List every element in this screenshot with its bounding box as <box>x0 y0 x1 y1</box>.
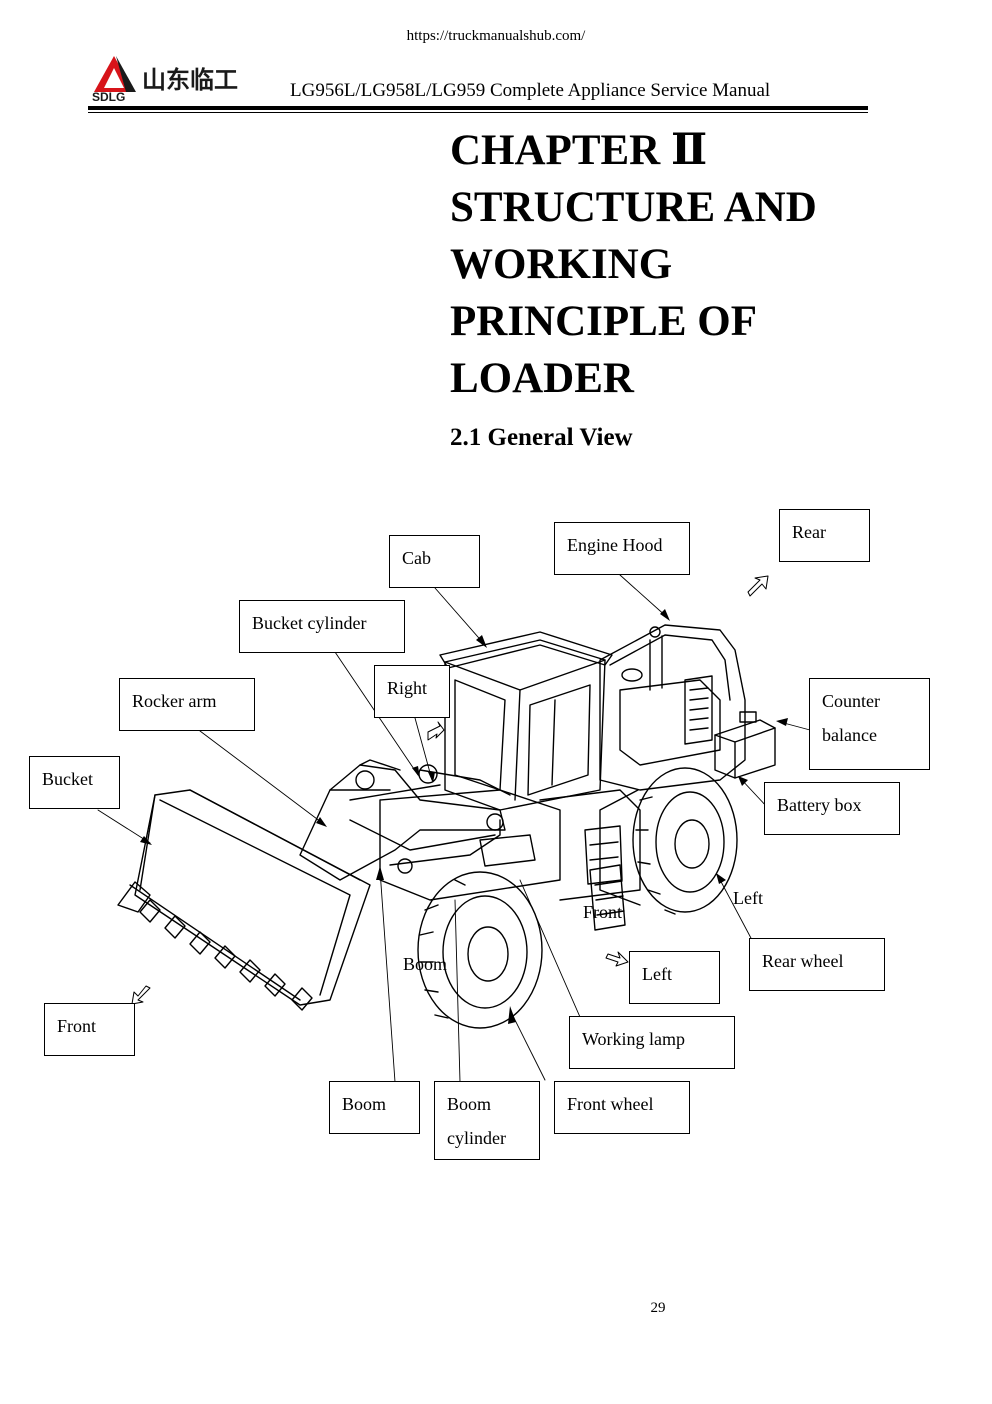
label-text: Front <box>57 1016 97 1036</box>
label-rocker-arm: Rocker arm <box>119 678 255 731</box>
label-text: Bucket cylinder <box>252 613 367 633</box>
leader-arrowheads <box>140 609 788 1024</box>
chapter-line: WORKING <box>450 241 673 288</box>
label-text: Boom <box>342 1094 387 1114</box>
chapter-heading: CHAPTER Ⅱ STRUCTURE AND WORKING PRINCIPL… <box>450 122 870 407</box>
source-url: https://truckmanualshub.com/ <box>406 28 586 44</box>
label-front-ground: Front <box>583 902 623 922</box>
label-boom: Boom <box>329 1081 420 1134</box>
label-working-lamp: Working lamp <box>569 1016 735 1069</box>
sdlg-logo-graphic: SDLG 山东临工 <box>92 56 238 104</box>
label-front-wheel: Front wheel <box>554 1081 690 1134</box>
label-bucket-cylinder: Bucket cylinder <box>239 600 405 653</box>
label-rear: Rear <box>779 509 870 562</box>
label-rear-wheel: Rear wheel <box>749 938 885 991</box>
label-text: Counter <box>822 691 880 711</box>
front-direction-arrow <box>131 985 151 1005</box>
right-direction-arrow <box>427 721 445 741</box>
bucket-teeth <box>139 899 313 1011</box>
rear-direction-arrow <box>747 575 769 597</box>
label-battery-box: Battery box <box>764 782 900 835</box>
label-text: Rear <box>792 522 826 542</box>
section-title: 2.1 General View <box>450 424 633 451</box>
logo-brand-text: SDLG <box>92 90 125 102</box>
label-front: Front <box>44 1003 135 1056</box>
label-text: Rear wheel <box>762 951 844 971</box>
cab-shape <box>439 631 613 811</box>
label-text: Bucket <box>42 769 93 789</box>
label-text: Working lamp <box>582 1029 686 1049</box>
logo-triangle-inner <box>104 68 124 88</box>
chapter-line: STRUCTURE AND <box>450 184 817 231</box>
header-rule-thin <box>88 112 868 113</box>
chapter-line: PRINCIPLE OF <box>450 298 757 345</box>
label-text: Left <box>642 964 672 984</box>
label-engine-hood: Engine Hood <box>554 522 690 575</box>
sdlg-logo: SDLG 山东临工 <box>90 54 270 104</box>
rear-wheel-shape <box>599 767 738 915</box>
engine-body <box>599 624 746 791</box>
label-left-ground: Left <box>733 888 763 908</box>
label-right: Right <box>374 665 450 718</box>
label-text: Boom <box>447 1094 492 1114</box>
label-text: Battery box <box>777 795 862 815</box>
front-wheel-shape <box>417 871 543 1029</box>
label-text: cylinder <box>447 1128 506 1148</box>
direction-arrows <box>131 575 769 1005</box>
manual-title: LG956L/LG958L/LG959 Complete Appliance S… <box>290 80 771 101</box>
label-boom-ground: Boom <box>403 954 448 974</box>
label-text: Cab <box>402 548 431 568</box>
label-counter-balance: Counter balance <box>809 678 930 770</box>
leader-lines <box>97 574 811 1083</box>
header-rule-thick <box>88 106 868 110</box>
label-text: Right <box>387 678 428 698</box>
label-left: Left <box>629 951 720 1004</box>
bucket-shape <box>117 789 371 1011</box>
label-text: Engine Hood <box>567 535 663 555</box>
ladder-steps <box>589 864 626 931</box>
label-boom-cylinder: Boom cylinder <box>434 1081 540 1160</box>
chapter-line: CHAPTER Ⅱ <box>450 127 708 174</box>
page-number: 29 <box>650 1300 666 1316</box>
label-cab: Cab <box>389 535 480 588</box>
boom-arms <box>299 759 511 881</box>
chapter-line: LOADER <box>450 355 634 402</box>
label-text: Rocker arm <box>132 691 217 711</box>
logo-chinese-text: 山东临工 <box>142 66 238 94</box>
logo-triangle-dark <box>116 56 136 92</box>
label-bucket: Bucket <box>29 756 120 809</box>
battery-box-shape <box>714 711 776 779</box>
label-text: balance <box>822 725 877 745</box>
label-text: Front wheel <box>567 1094 654 1114</box>
left-direction-arrow <box>605 951 629 967</box>
